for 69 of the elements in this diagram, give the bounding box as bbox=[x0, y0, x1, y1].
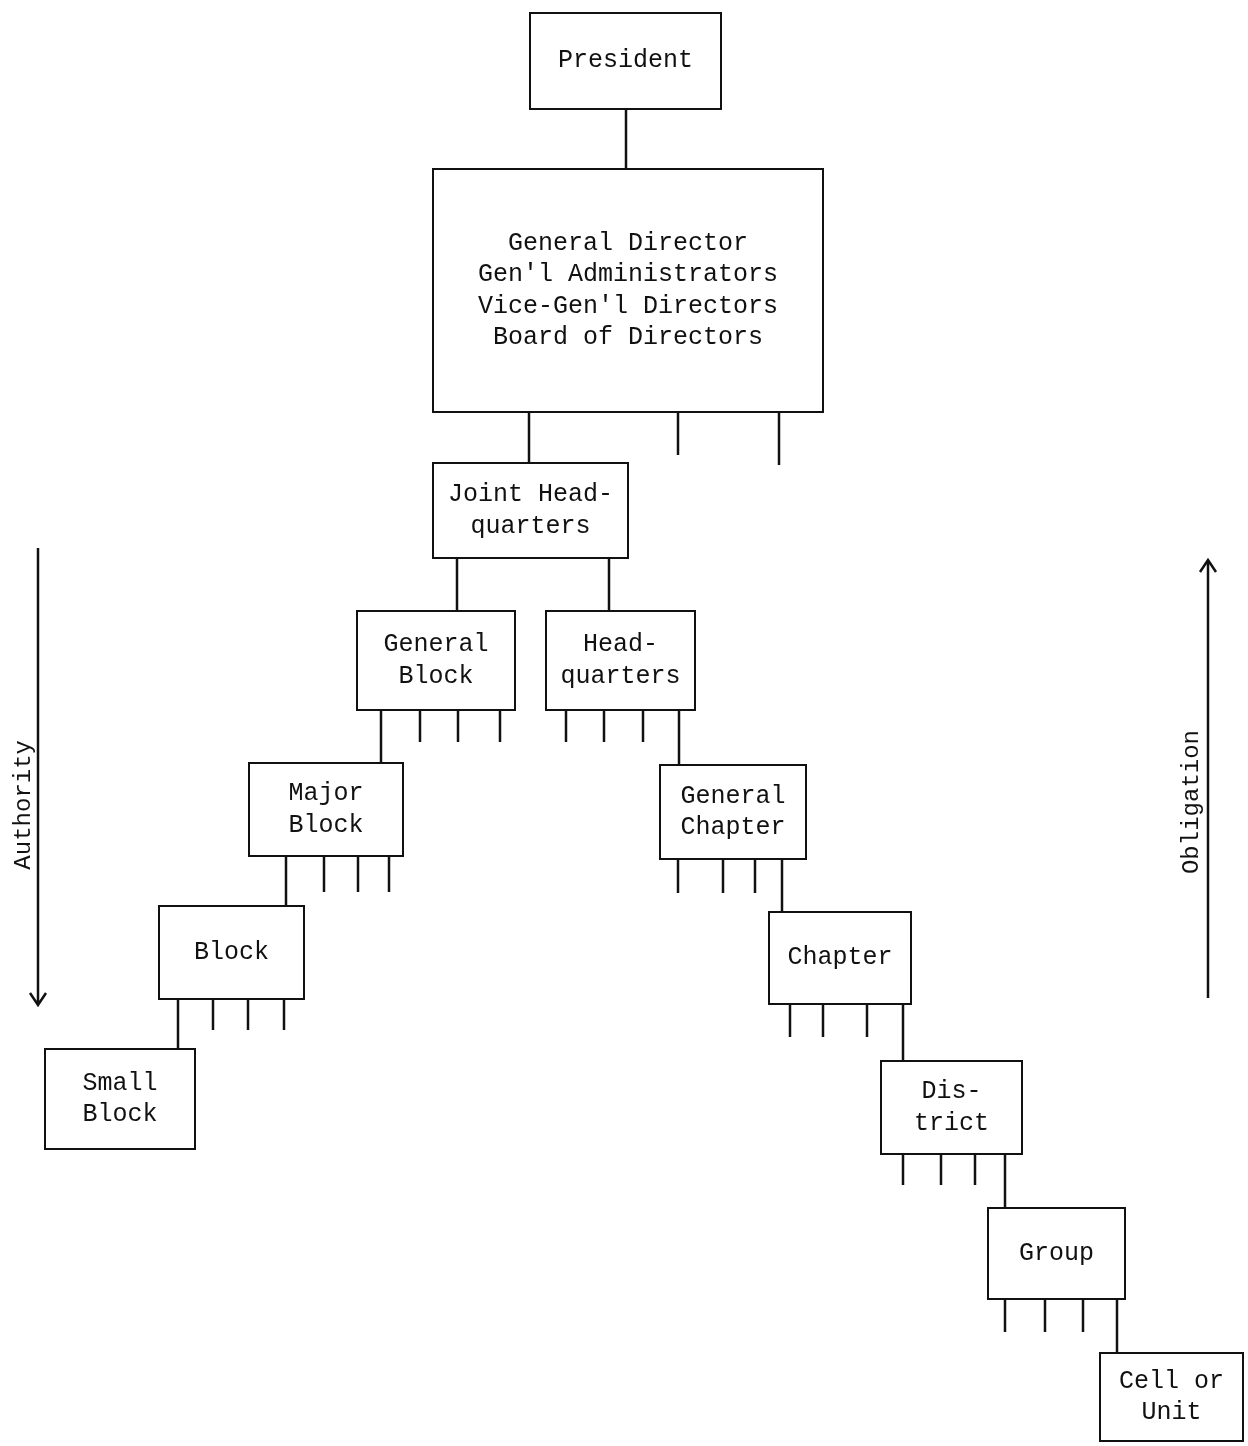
box-text: Board of Directors bbox=[492, 321, 763, 353]
connector-line bbox=[246, 1000, 250, 1030]
connector-line bbox=[1003, 1300, 1007, 1332]
connector-line bbox=[676, 413, 680, 455]
connector-line bbox=[602, 711, 606, 742]
connector-line bbox=[564, 711, 568, 742]
connector-line bbox=[788, 1005, 792, 1037]
connector-line bbox=[607, 559, 611, 610]
box-text: Block bbox=[194, 936, 269, 969]
box-text: Small Block bbox=[81, 1067, 159, 1131]
box-text: General Chapter bbox=[679, 780, 787, 844]
box-text: Cell or Unit bbox=[1118, 1365, 1225, 1429]
box-text: Group bbox=[1019, 1237, 1094, 1270]
connector-line bbox=[973, 1155, 977, 1185]
org-box bbox=[248, 762, 404, 857]
connector-line bbox=[624, 110, 628, 168]
box-text: Joint Head- quarters bbox=[447, 479, 614, 542]
connector-line bbox=[418, 711, 422, 742]
connector-line bbox=[379, 711, 383, 762]
org-box bbox=[356, 610, 516, 711]
connector-line bbox=[282, 1000, 286, 1030]
org-box bbox=[432, 168, 824, 413]
connector-line bbox=[455, 559, 459, 610]
axis-label: Authority bbox=[10, 740, 37, 870]
org-box bbox=[432, 462, 629, 559]
box-text: Dis- trict bbox=[913, 1076, 990, 1139]
connector-line bbox=[387, 857, 391, 892]
connector-line bbox=[176, 1000, 180, 1048]
connector-line bbox=[676, 860, 680, 893]
connector-line bbox=[901, 1155, 905, 1185]
box-text: President bbox=[558, 45, 693, 77]
box-text: Chapter bbox=[787, 942, 893, 974]
box-text: Head- quarters bbox=[559, 629, 682, 692]
org-box bbox=[529, 12, 722, 110]
connector-line bbox=[721, 860, 725, 893]
org-box bbox=[987, 1207, 1126, 1300]
connector-line bbox=[677, 711, 681, 764]
connector-line bbox=[456, 711, 460, 742]
box-text: Gen'l Administrators bbox=[477, 259, 779, 291]
connector-line bbox=[211, 1000, 215, 1030]
connector-line bbox=[777, 413, 781, 465]
box-text: Major Block bbox=[287, 778, 365, 841]
connector-line bbox=[865, 1005, 869, 1037]
connector-line bbox=[527, 413, 531, 462]
connector-line bbox=[1115, 1300, 1119, 1352]
org-box bbox=[880, 1060, 1023, 1155]
box-text: General Block bbox=[382, 629, 490, 692]
org-box bbox=[768, 911, 912, 1005]
connector-line bbox=[753, 860, 757, 893]
connector-line bbox=[1081, 1300, 1085, 1332]
axis-label: Obligation bbox=[1178, 730, 1205, 875]
org-box bbox=[158, 905, 305, 1000]
box-text: General Director bbox=[507, 228, 748, 260]
connector-line bbox=[1043, 1300, 1047, 1332]
org-box bbox=[545, 610, 696, 711]
connector-line bbox=[641, 711, 645, 742]
connector-line bbox=[322, 857, 326, 892]
org-box bbox=[44, 1048, 196, 1150]
connector-line bbox=[498, 711, 502, 742]
connector-line bbox=[356, 857, 360, 892]
connector-line bbox=[939, 1155, 943, 1185]
connector-line bbox=[780, 860, 784, 911]
connector-line bbox=[821, 1005, 825, 1037]
connector-line bbox=[901, 1005, 905, 1060]
connector-line bbox=[1003, 1155, 1007, 1207]
connector-line bbox=[284, 857, 288, 905]
org-box bbox=[1099, 1352, 1244, 1442]
box-text: Vice-Gen'l Directors bbox=[477, 290, 779, 322]
org-box bbox=[659, 764, 807, 860]
